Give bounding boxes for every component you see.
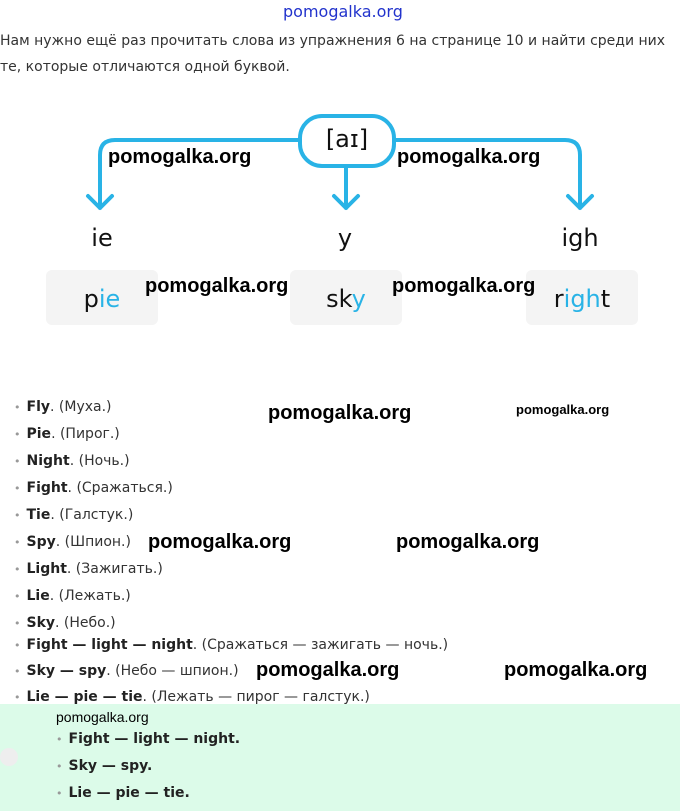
watermark: pomogalka.org — [268, 402, 412, 424]
list-item: Fight — light — night. — [56, 726, 241, 753]
word-highlight: ie — [98, 285, 121, 313]
word-list: Fly. (Муха.) Pie. (Пирог.) Night. (Ночь.… — [14, 394, 173, 634]
watermark: pomogalka.org — [56, 709, 149, 725]
watermark: pomogalka.org — [516, 402, 610, 417]
intro-text: Нам нужно ещё раз прочитать слова из упр… — [0, 33, 666, 75]
watermark: pomogalka.org — [145, 275, 289, 297]
word-highlight: igh — [563, 285, 601, 313]
word-part: t — [600, 285, 611, 313]
example-card: right — [526, 270, 638, 325]
list-item: Lie — pie — tie. — [56, 780, 240, 807]
arrow-left — [86, 138, 302, 210]
sound-label: [aɪ] — [325, 125, 369, 153]
list-item: Sky. (Небо.) — [14, 612, 173, 634]
list-item: Tie. (Галстук.) — [14, 502, 173, 529]
word-part: p — [83, 285, 99, 313]
watermark: pomogalka.org — [504, 659, 648, 681]
branch-label: y — [337, 224, 353, 252]
list-item: Lie. (Лежать.) — [14, 583, 173, 610]
list-item: Fight. (Сражаться.) — [14, 475, 173, 502]
sound-diagram — [86, 114, 594, 210]
list-item: Sky — spy. — [56, 753, 240, 780]
list-item: Night. (Ночь.) — [14, 448, 173, 475]
list-item: Lie — pie — tie. (Лежать — пирог — галст… — [14, 684, 448, 710]
list-item: Light. (Зажигать.) — [14, 556, 173, 583]
watermark: pomogalka.org — [397, 146, 541, 168]
watermark: pomogalka.org — [392, 275, 536, 297]
watermark: pomogalka.org — [108, 146, 252, 168]
word-part: sk — [326, 285, 352, 313]
top-watermark: pomogalka.org — [283, 2, 403, 21]
list-item: Spy. (Шпион.) — [14, 529, 173, 556]
watermark: pomogalka.org — [148, 531, 292, 553]
group-list: Fight — light — night. (Сражаться — зажи… — [14, 632, 449, 710]
example-card: pie — [46, 270, 158, 325]
word-part: r — [553, 285, 564, 313]
answer-list: Fight — light — night. Sky — spy. Lie — … — [56, 726, 241, 807]
branch-label: igh — [561, 224, 599, 252]
list-item: Fly. (Муха.) — [14, 394, 173, 421]
watermark: pomogalka.org — [256, 659, 400, 681]
list-item: Pie. (Пирог.) — [14, 421, 173, 448]
play-icon[interactable] — [0, 748, 18, 766]
example-card: sky — [290, 270, 402, 325]
arrow-center — [332, 166, 360, 210]
word-highlight: y — [351, 285, 366, 313]
watermark: pomogalka.org — [396, 531, 540, 553]
list-item: Fight — light — night. (Сражаться — зажи… — [14, 632, 449, 658]
branch-label: ie — [91, 224, 113, 252]
list-item: Sky — spy. (Небо — шпион.) — [14, 658, 448, 684]
arrow-right — [392, 138, 594, 210]
